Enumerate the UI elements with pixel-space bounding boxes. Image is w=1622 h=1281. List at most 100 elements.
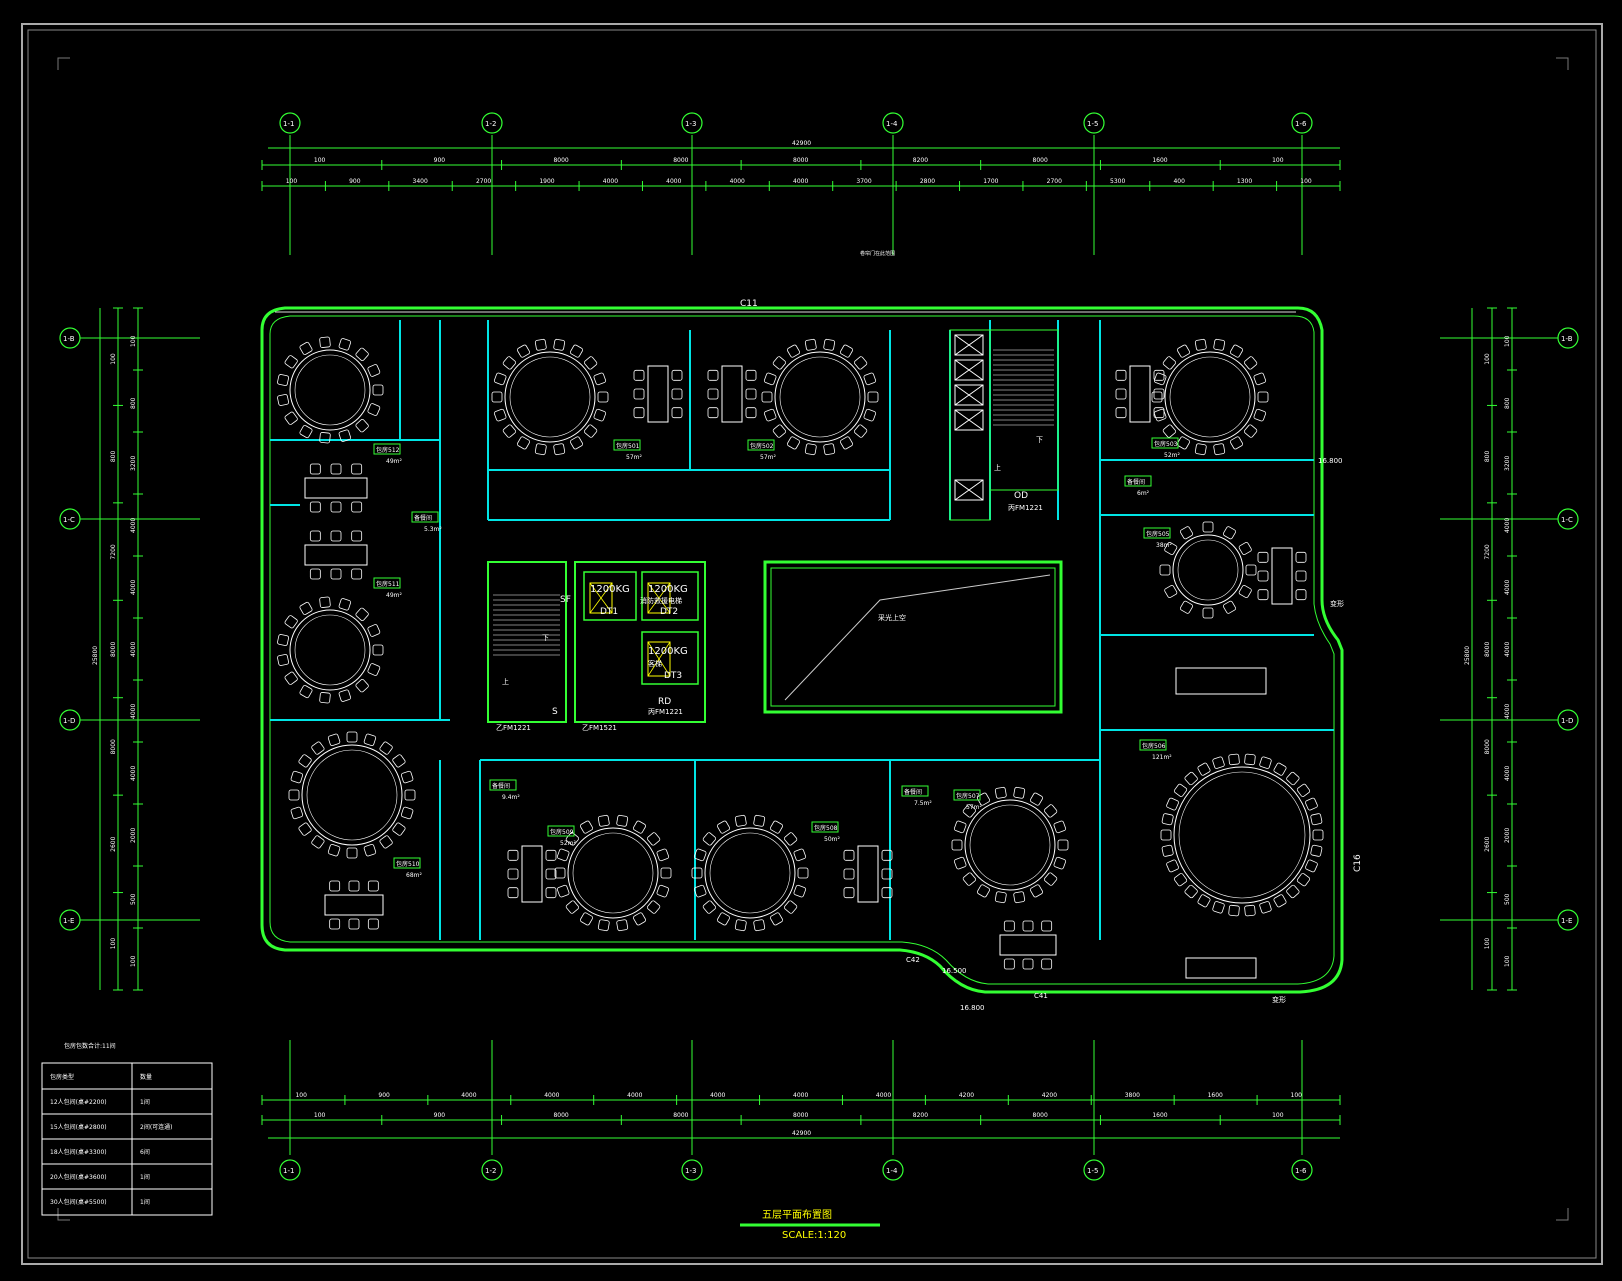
room-name: 包房512 <box>376 446 400 454</box>
chair <box>1244 753 1256 766</box>
grid-bubble <box>279 112 301 134</box>
chair <box>545 868 557 880</box>
chair <box>329 918 341 930</box>
room-label-box <box>1143 527 1171 539</box>
column-c41: C41 <box>1034 992 1048 1000</box>
chair <box>707 407 719 419</box>
dimension-label: 1700 <box>983 178 998 185</box>
dimension-label: 2600 <box>110 836 117 851</box>
dimension-label: 100 <box>1504 955 1511 967</box>
grid-bubble <box>1557 327 1579 349</box>
stair-treads <box>493 349 1054 656</box>
dimension-label: 4000 <box>130 766 137 781</box>
grid-bubble <box>1291 112 1313 134</box>
dimension-label: 4000 <box>1504 766 1511 781</box>
grid-bubble-label: 1-1 <box>283 120 294 128</box>
equipment-boxes <box>954 334 984 501</box>
chair <box>319 596 331 608</box>
legend-row-type: 15人包间(桌#2800) <box>50 1123 107 1131</box>
round-table-inner <box>294 354 366 426</box>
round-table-inner <box>306 749 398 841</box>
chair <box>404 789 416 801</box>
room-label-box <box>373 443 401 455</box>
chair <box>597 391 609 403</box>
chair <box>656 884 670 898</box>
chair <box>311 741 325 755</box>
chair <box>1173 783 1188 797</box>
dimension-label: 8000 <box>673 157 688 164</box>
room-label-box <box>547 825 575 837</box>
grid-bubble-label: 1-4 <box>886 120 898 128</box>
chair <box>787 436 800 450</box>
chair <box>1115 407 1127 419</box>
rd-label: RD <box>658 697 671 707</box>
legend-row-type: 20人包间(桌#3600) <box>50 1173 107 1181</box>
chair <box>840 344 853 358</box>
dimension-label: 4000 <box>1504 518 1511 533</box>
chair <box>1305 797 1318 811</box>
dimension-label: 4000 <box>130 580 137 595</box>
dimension-label: 4000 <box>666 178 681 185</box>
elevator-dt3-id: DT3 <box>664 671 682 681</box>
chair <box>1041 920 1053 932</box>
chair <box>1213 338 1226 351</box>
room-label-box <box>1139 739 1167 751</box>
title-block: 五层平面布置图 SCALE:1:120 <box>740 1209 880 1241</box>
grid-bubble-label: 1-B <box>63 335 75 343</box>
chair <box>593 372 607 386</box>
chair <box>299 341 313 355</box>
chair <box>633 369 645 381</box>
grid-bubble-label: 1-D <box>63 717 75 725</box>
chair <box>1223 600 1236 614</box>
chair <box>753 919 766 932</box>
chair <box>593 408 607 422</box>
round-table <box>289 349 371 431</box>
chair <box>355 347 369 361</box>
chair <box>863 372 877 386</box>
chair <box>517 344 530 358</box>
dimension-label: 8200 <box>913 1112 928 1119</box>
dimension-label: 4000 <box>793 178 808 185</box>
room-labels: 包房51249m²包房51149m²包房51068m²包房50157m²包房50… <box>373 437 1180 879</box>
chair <box>545 887 557 899</box>
chair <box>493 372 507 386</box>
chair <box>367 624 381 637</box>
dimension-label: 8000 <box>673 1112 688 1119</box>
chair <box>1295 589 1307 601</box>
chair <box>787 344 800 358</box>
chair <box>367 403 381 416</box>
chair <box>363 843 377 857</box>
dimension-label: 2000 <box>130 828 137 843</box>
dimension-label: 4000 <box>130 704 137 719</box>
chair <box>311 835 325 849</box>
dimension-label: 8000 <box>553 157 568 164</box>
dimension-label: 800 <box>1504 397 1511 409</box>
chair <box>1166 859 1179 873</box>
chair <box>298 754 312 768</box>
chair <box>1164 542 1178 555</box>
legend-row-count: 6间 <box>140 1148 150 1156</box>
chair <box>319 692 331 704</box>
chair <box>1151 391 1163 403</box>
grid-bubble <box>1557 709 1579 731</box>
chair <box>1159 564 1171 576</box>
legend-row-count: 1间 <box>140 1173 150 1181</box>
chair <box>1197 762 1211 776</box>
dimension-label: 4000 <box>730 178 745 185</box>
dimension-label: 4000 <box>627 1092 642 1099</box>
chair <box>1212 901 1225 914</box>
chair <box>1273 762 1287 776</box>
room-name: 包房505 <box>1146 530 1170 538</box>
chair <box>994 891 1007 904</box>
chair <box>1212 756 1225 769</box>
dimension-label: 3200 <box>130 456 137 471</box>
dimension-label: 4200 <box>959 1092 974 1099</box>
fire-elevator-note: 消防救援电梯 <box>640 596 682 605</box>
dimension-label: 4000 <box>1504 580 1511 595</box>
round-table <box>704 827 796 919</box>
top-note: 卷帘门在此范围 <box>860 250 895 257</box>
chair <box>1161 844 1174 857</box>
chair <box>1173 873 1188 887</box>
chair <box>840 436 853 450</box>
